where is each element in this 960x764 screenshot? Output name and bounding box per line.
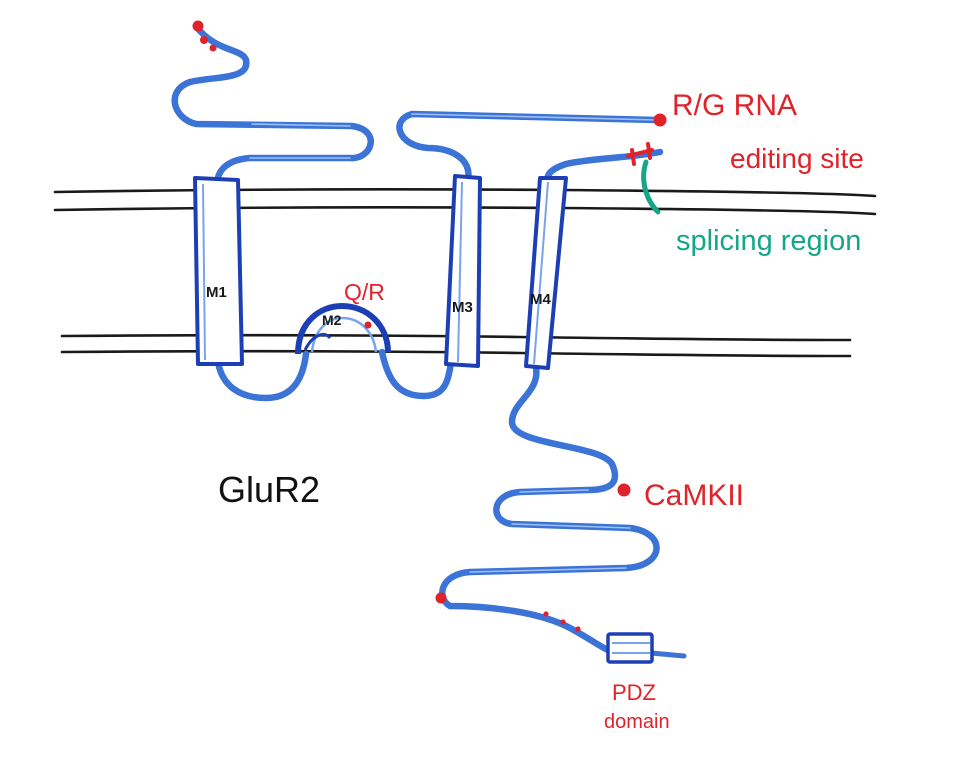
segment-label-m3: M3 <box>452 299 473 316</box>
chain-highlight <box>249 113 659 573</box>
pdz-linker-dot-1 <box>543 611 549 617</box>
qr-site-dot <box>364 321 372 329</box>
transmembrane-helices <box>193 174 568 370</box>
segment-label-m4: M4 <box>530 291 551 308</box>
pdz-box-outer <box>606 632 654 664</box>
phospho-site-dot <box>435 592 447 604</box>
rg-site-dot <box>653 113 667 127</box>
m1-helix <box>193 176 244 366</box>
segment-label-m1: M1 <box>206 284 227 301</box>
camkii-site-dot <box>617 483 631 497</box>
segment-label-m2: M2 <box>322 312 342 328</box>
camkii-label: CaMKII <box>644 479 744 512</box>
splice-tick-red <box>626 142 654 166</box>
rg-editing-label-line2: editing site <box>730 143 864 174</box>
pdz-label-line2: domain <box>604 711 670 733</box>
m3-helix-inner <box>457 181 463 363</box>
m1-helix-inner <box>202 183 206 361</box>
chain-path <box>171 22 664 656</box>
pdz-label-line1: PDZ <box>612 680 656 705</box>
splicing-region-label: splicing region <box>676 225 861 257</box>
m4-helix <box>524 176 568 370</box>
pdz-linker-dot-3 <box>575 626 581 632</box>
m4-helix-inner <box>533 181 549 365</box>
splicing-region-marker <box>626 142 661 215</box>
pdz-domain-box <box>606 632 654 664</box>
n-terminus-site-2 <box>200 36 208 44</box>
n-terminus-site <box>192 20 204 32</box>
protein-name-label: GluR2 <box>218 469 320 510</box>
pdz-linker-dot-2 <box>560 619 566 625</box>
n-terminus-site-3 <box>209 44 217 52</box>
polypeptide-chain <box>171 22 687 659</box>
m2-loop-fill <box>303 333 332 351</box>
m3-helix <box>444 174 482 368</box>
splice-bracket-teal <box>641 159 661 215</box>
rg-editing-label-line1: R/G RNA <box>672 89 797 122</box>
qr-site-label: Q/R <box>344 279 385 305</box>
m2-loop-outer <box>295 303 391 355</box>
modification-sites <box>192 20 667 632</box>
